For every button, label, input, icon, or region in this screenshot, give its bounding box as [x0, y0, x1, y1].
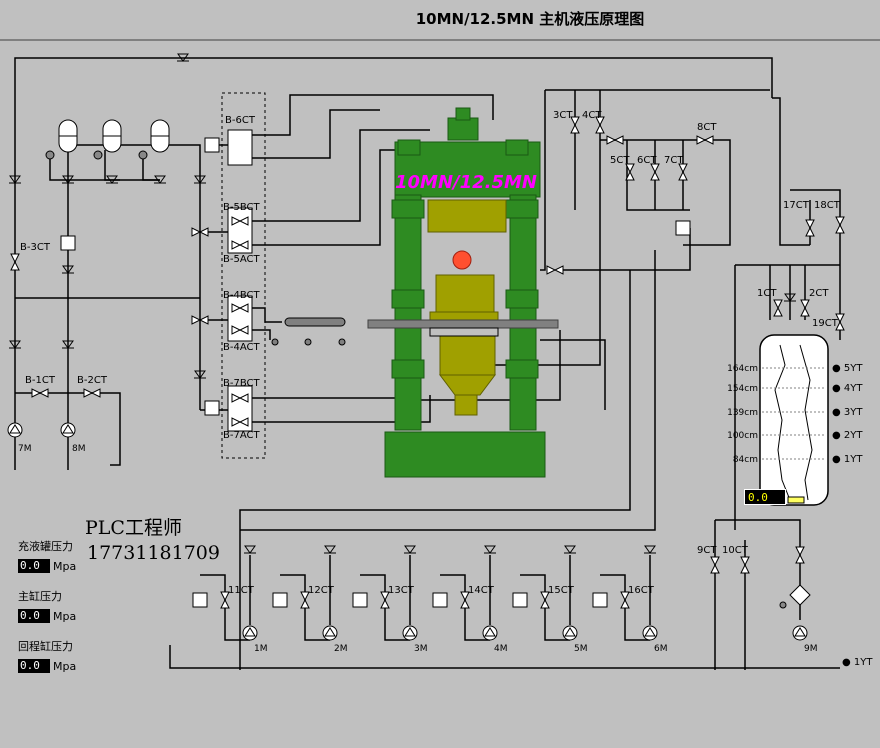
- tank-level-mark: 100cm: [727, 431, 758, 441]
- tank-level-mark: 139cm: [727, 408, 758, 418]
- watermark-title: PLC工程师: [85, 517, 182, 539]
- level-switch-label: ● 4YT: [832, 383, 863, 394]
- gauge-label: 回程缸压力: [18, 640, 73, 653]
- valve-label: 17CT: [783, 200, 810, 211]
- valve-label: B-3CT: [20, 242, 51, 253]
- valve-label: 9CT: [697, 545, 717, 556]
- valve-label: 19CT: [812, 318, 839, 329]
- level-switch-label: ● 3YT: [832, 407, 863, 418]
- valve-label: 7CT: [664, 155, 684, 166]
- valve-label: 5CT: [610, 155, 630, 166]
- level-switch-label: ● 1YT: [832, 454, 863, 465]
- pump-unit-valve-label: 11CT: [228, 585, 255, 596]
- gauge-value: 0.0: [18, 559, 50, 573]
- valve-label: B-4BCT: [223, 290, 260, 301]
- press-label: 10MN/12.5MN: [395, 172, 537, 193]
- pump-unit-valve-label: 16CT: [628, 585, 655, 596]
- tank-level-mark: 164cm: [727, 364, 758, 374]
- pump-unit-motor-label: 2M: [334, 644, 348, 654]
- gauge-unit: Mpa: [53, 609, 77, 623]
- pump-label: 8M: [72, 444, 86, 454]
- valve-label: B-5BCT: [223, 202, 260, 213]
- valve-label: B-6CT: [225, 115, 256, 126]
- press-body: [367, 107, 559, 478]
- prefill-tank: [759, 334, 829, 506]
- level-switch-label: ● 2YT: [832, 430, 863, 441]
- page-title: 10MN/12.5MN 主机液压原理图: [415, 10, 645, 28]
- pump-label: 9M: [804, 644, 818, 654]
- gauge-unit: Mpa: [53, 559, 77, 573]
- pump-unit-motor-label: 1M: [254, 644, 268, 654]
- valve-label: 8CT: [697, 122, 717, 133]
- pump-unit-valve-label: 15CT: [548, 585, 575, 596]
- watermark-phone: 17731181709: [87, 542, 220, 564]
- valve-label: 1CT: [757, 288, 777, 299]
- valve-label: 18CT: [814, 200, 841, 211]
- valve-label: 3CT: [553, 110, 573, 121]
- pump-unit-motor-label: 5M: [574, 644, 588, 654]
- pump-unit-motor-label: 4M: [494, 644, 508, 654]
- valve-label: 10CT: [722, 545, 749, 556]
- tank-level-mark: 154cm: [727, 384, 758, 394]
- gauge-label: 主缸压力: [18, 590, 62, 603]
- pump-unit-valve-label: 12CT: [308, 585, 335, 596]
- pump-unit-motor-label: 3M: [414, 644, 428, 654]
- tank-level-readout: 0.0: [744, 489, 786, 505]
- tank-level-mark: 84cm: [733, 455, 758, 465]
- level-switch-label: ● 1YT: [842, 657, 873, 668]
- gauge-value: 0.0: [18, 659, 50, 673]
- valve-label: B-7BCT: [223, 378, 260, 389]
- gauge-unit: Mpa: [53, 659, 77, 673]
- valve-label: B-4ACT: [223, 342, 260, 353]
- gauge-label: 充液罐压力: [18, 540, 73, 553]
- valve-label: 2CT: [809, 288, 829, 299]
- valve-label: B-7ACT: [223, 430, 260, 441]
- gauge-value: 0.0: [18, 609, 50, 623]
- valve-label: B-1CT: [25, 375, 56, 386]
- pump-unit-valve-label: 13CT: [388, 585, 415, 596]
- pump-unit-valve-label: 14CT: [468, 585, 495, 596]
- pump-label: 7M: [18, 444, 32, 454]
- valve-label: 6CT: [637, 155, 657, 166]
- valve-label: 4CT: [582, 110, 602, 121]
- valve-label: B-5ACT: [223, 254, 260, 265]
- level-switch-label: ● 5YT: [832, 363, 863, 374]
- pump-unit-motor-label: 6M: [654, 644, 668, 654]
- valve-label: B-2CT: [77, 375, 108, 386]
